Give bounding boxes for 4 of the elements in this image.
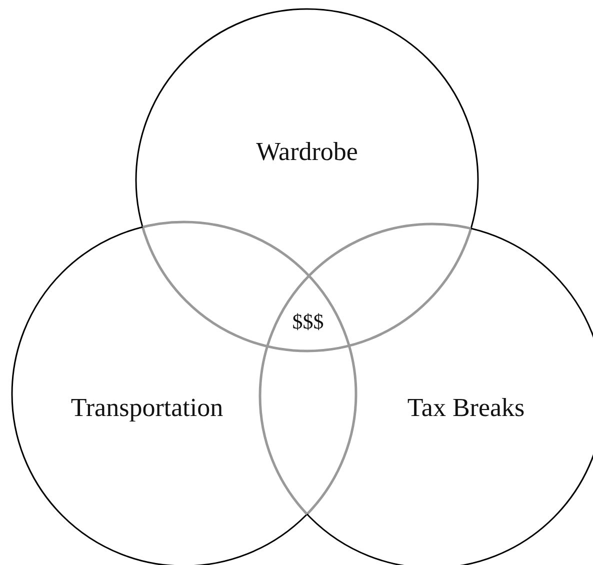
circle-label: Wardrobe	[256, 137, 358, 167]
circle-label: Tax Breaks	[407, 393, 525, 423]
intersection-label: $$$	[292, 310, 324, 334]
circle-label: Transportation	[70, 393, 224, 423]
